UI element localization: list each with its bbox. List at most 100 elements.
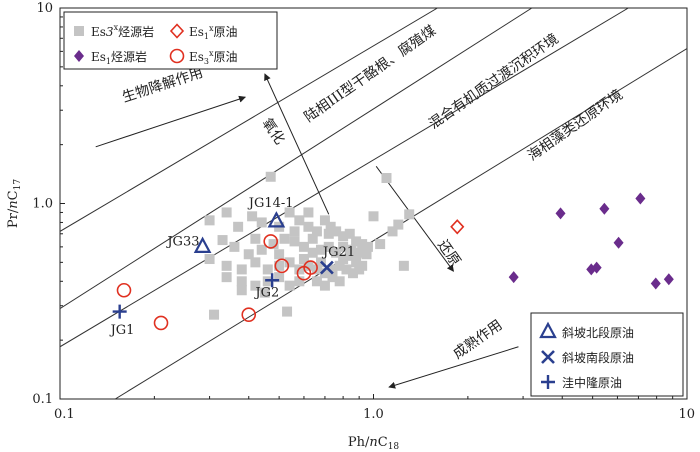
data-point	[368, 211, 379, 222]
data-point	[375, 239, 386, 250]
trend-arrows	[95, 73, 519, 389]
y-tick-label: 1.0	[32, 197, 53, 212]
data-point	[319, 268, 330, 279]
data-point	[289, 226, 300, 237]
data-point	[599, 202, 610, 215]
data-point	[221, 272, 232, 283]
data-point	[331, 226, 342, 237]
data-point	[508, 271, 519, 284]
data-point	[256, 244, 267, 255]
legend-top-box	[63, 11, 278, 70]
data-point	[193, 236, 212, 253]
point-label: JG2	[253, 285, 279, 300]
data-point	[338, 231, 349, 242]
boundary-line-2	[60, 8, 533, 310]
data-point	[303, 207, 314, 218]
zone-label: 还原	[434, 237, 463, 269]
zone-label: 混合有机质过渡沉积环境	[426, 31, 561, 132]
x-axis-title: Ph/nC18	[348, 435, 400, 452]
data-point	[236, 285, 247, 296]
data-point	[236, 264, 247, 275]
axis-titles: Ph/nC18 Pr/nC17	[6, 179, 399, 452]
data-point	[241, 307, 257, 322]
data-point	[250, 257, 261, 268]
data-point	[250, 233, 261, 244]
legend-entry: 斜坡南段原油	[562, 350, 634, 365]
data-point	[357, 239, 368, 250]
arrow-oxidation	[264, 73, 330, 215]
data-point	[650, 277, 661, 290]
y-tick-label: 10	[36, 1, 53, 16]
data-point	[204, 215, 215, 226]
data-point	[331, 247, 342, 258]
zone-label: 陆相III型干酪根、腐殖煤	[301, 22, 439, 126]
data-point	[344, 250, 355, 261]
data-point	[298, 254, 309, 265]
data-point	[274, 258, 290, 274]
data-point	[381, 173, 392, 184]
zone-label: 氧化	[258, 115, 287, 147]
point-label: JG14-1	[247, 196, 294, 211]
data-point	[265, 273, 280, 288]
data-point	[450, 219, 465, 235]
series-blue-plus	[112, 273, 280, 319]
data-point	[256, 217, 267, 228]
data-point	[294, 276, 305, 287]
data-point	[338, 241, 349, 252]
data-point	[284, 207, 295, 218]
data-point	[221, 207, 232, 218]
legend-entry: Es3x烃源岩	[91, 23, 154, 39]
data-point	[338, 254, 349, 265]
data-point	[319, 215, 330, 226]
x-tick-label: 10	[678, 407, 695, 422]
data-point	[236, 276, 247, 287]
data-point	[274, 260, 285, 271]
series-gray-square	[204, 171, 415, 320]
arrow-maturation	[388, 346, 519, 389]
data-point	[346, 244, 357, 255]
data-point	[325, 221, 336, 232]
data-point	[351, 236, 362, 247]
data-point	[112, 304, 127, 319]
legend-entry: 斜坡北段原油	[562, 325, 634, 340]
data-point	[274, 272, 285, 283]
data-point	[267, 211, 286, 228]
data-point	[334, 276, 345, 287]
data-point	[153, 315, 169, 331]
y-axis-title: Pr/nC17	[6, 179, 23, 228]
data-point	[298, 241, 309, 252]
data-point	[229, 241, 240, 252]
data-point	[247, 211, 258, 222]
data-point	[284, 280, 295, 291]
data-point	[323, 241, 334, 252]
data-point	[250, 280, 261, 291]
legend-entry: Es1烃源岩	[91, 49, 147, 66]
data-point	[613, 236, 624, 249]
zone-label: 生物降解作用	[120, 65, 205, 106]
data-point	[307, 233, 318, 244]
legend-marker	[541, 350, 555, 364]
data-point	[347, 268, 358, 279]
data-point	[591, 261, 602, 274]
legend-marker	[541, 375, 555, 389]
data-point	[263, 234, 279, 249]
data-point	[341, 264, 352, 275]
data-point	[209, 309, 220, 320]
legend-marker	[539, 321, 557, 339]
arrow-reduction	[375, 165, 454, 272]
data-point	[387, 226, 398, 237]
legend-marker	[74, 26, 84, 36]
x-tick-label: 0.1	[54, 407, 75, 422]
zone-labels: 生物降解作用氧化陆相III型干酪根、腐殖煤混合有机质过渡沉积环境海相藻类还原环境…	[120, 22, 626, 362]
legend-marker	[169, 48, 185, 64]
y-tick-label: 0.1	[32, 392, 53, 407]
data-point	[323, 228, 334, 239]
data-point	[303, 221, 314, 232]
data-point	[279, 233, 290, 244]
data-point	[354, 247, 365, 258]
data-point	[303, 260, 314, 271]
data-point	[315, 244, 326, 255]
